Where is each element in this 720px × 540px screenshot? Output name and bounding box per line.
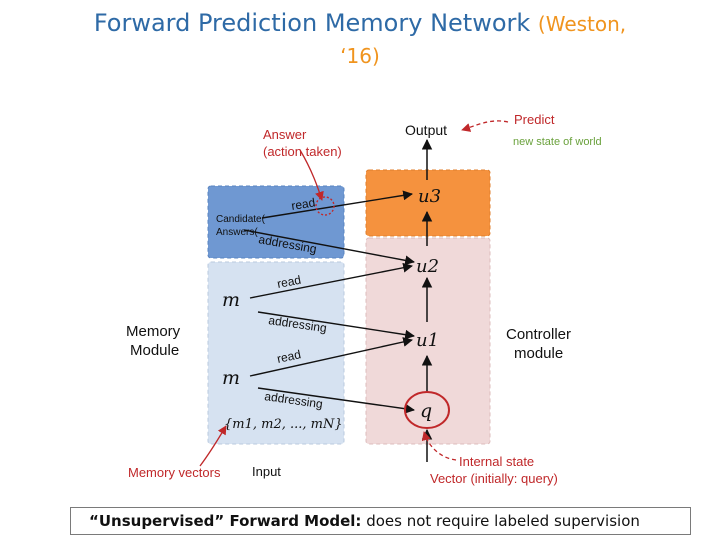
label-read-2: read [276,347,302,366]
label-memory-module-1: Memory [126,323,181,340]
label-read-1: read [276,273,302,291]
footer-bold: “Unsupervised” Forward Model: [89,512,362,530]
label-q: q [420,400,432,422]
candidate-answers-box [207,185,345,259]
title-cite: (Weston, [537,12,627,36]
label-answer-2: (action taken) [263,144,342,159]
label-answer-1: Answer [263,127,307,142]
label-new-state: new state of world [513,136,602,148]
arrow-answer [299,149,324,201]
label-u1: u1 [416,330,439,351]
label-m-2: m [222,367,240,389]
label-input: Input [252,464,281,479]
title-main: Forward Prediction Memory Network [93,9,531,37]
label-memory-vectors: Memory vectors [128,465,221,480]
q-circle [404,391,450,429]
label-memory-set: {m1, m2, ..., mN} [224,417,343,432]
arrow-read-answer [261,190,413,219]
page-title: Forward Prediction Memory Network (Westo… [0,6,720,71]
u3-box [365,169,491,237]
label-controller-1: Controller [506,326,571,343]
footer-rest: does not require labeled supervision [361,512,640,530]
arrow-predict [461,120,509,132]
label-read-answer: read [290,195,316,213]
label-candidate-2: Answers( [216,227,258,238]
label-internal-state-2: Vector (initially: query) [430,471,558,486]
arrow-addressing-candidates [243,229,415,266]
arrow-read-2 [249,337,413,377]
label-m-1: m [222,289,240,311]
label-u2: u2 [416,256,439,277]
memory-module-box [207,261,345,445]
label-internal-state-1: Internal state [459,454,534,469]
arrow-addressing-2 [257,387,415,414]
label-memory-module-2: Module [130,342,179,359]
label-candidate-1: Candidate( [216,214,266,225]
footer-caption: “Unsupervised” Forward Model: does not r… [70,507,691,535]
label-predict: Predict [514,112,555,127]
read-highlight-circle [315,196,335,216]
controller-module-box [365,237,491,445]
arrow-addressing-1 [257,311,415,340]
arrow-internal-state [421,431,457,461]
title-cite-year: ‘16) [340,44,380,68]
label-output: Output [405,122,447,138]
label-u3: u3 [418,186,441,207]
arrow-read-1 [249,262,413,299]
arrow-memory-vectors [199,425,227,467]
label-controller-2: module [514,345,563,362]
